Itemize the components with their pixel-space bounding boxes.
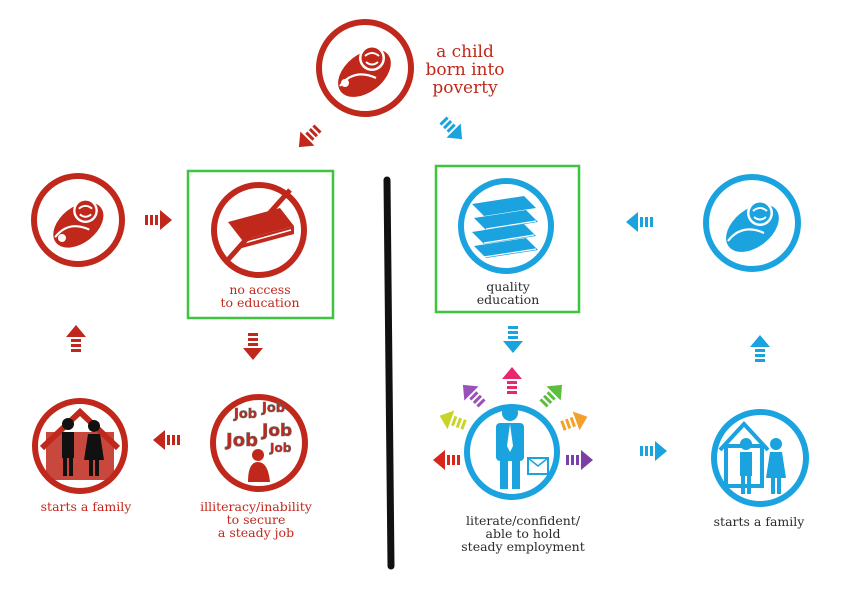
- virus-mark-icon: [58, 234, 66, 242]
- arrow-opportunity-up: [502, 367, 522, 394]
- arrow-child-right-to-quality: [626, 212, 653, 232]
- divider-line: [383, 176, 395, 570]
- quality-education-label: quality education: [476, 279, 540, 308]
- arrow-no-access-to-illiteracy: [243, 333, 263, 360]
- job-word: Job: [224, 430, 258, 451]
- illiteracy-label: illiteracy/inability to secure a steady …: [200, 499, 312, 541]
- child-born-into-poverty-label: a child born into poverty: [425, 42, 505, 98]
- arrow-to-no-access: [291, 120, 326, 155]
- job-word: Job: [261, 401, 285, 416]
- arrow-family-to-child-right: [750, 335, 770, 362]
- child-right-node: [703, 174, 801, 272]
- arrow-opportunity-upleft: [455, 377, 490, 412]
- jobless-person-icon: [248, 449, 270, 482]
- quality-node: [458, 178, 554, 274]
- arrow-family-to-child-left: [66, 325, 86, 352]
- starts-family-blue-label: starts a family: [713, 514, 805, 529]
- job-word: Job: [233, 407, 257, 422]
- no-access-node: [211, 182, 307, 278]
- virus-mark-icon: [341, 79, 349, 87]
- couple-in-house-icon: [718, 421, 786, 494]
- job-word: Job: [261, 421, 292, 441]
- arrow-opportunity-left-high: [436, 406, 469, 435]
- quality-highlight-box: [434, 164, 581, 314]
- no-access-label: no access to education: [220, 282, 300, 311]
- starts-family-red-label: starts a family: [40, 499, 132, 514]
- child-top-node: [316, 19, 414, 117]
- arrow-illiteracy-to-family: [153, 430, 180, 450]
- baby-icon: [716, 193, 789, 263]
- arrow-opportunity-left: [433, 450, 460, 470]
- arrow-to-quality: [435, 112, 470, 147]
- baby-icon: [43, 192, 113, 258]
- family-red-node: [32, 398, 128, 494]
- businessman-icon: [496, 405, 549, 489]
- illiteracy-node: Job Job Job Job Job: [210, 394, 308, 492]
- literate-node: [464, 404, 560, 500]
- arrow-quality-to-literate: [503, 326, 523, 353]
- couple-in-house-icon: [39, 407, 121, 480]
- job-word: Job: [269, 441, 292, 455]
- arrow-literate-to-family: [640, 441, 667, 461]
- family-blue-node: [711, 409, 809, 507]
- child-left-node: [31, 173, 125, 267]
- job-words-cloud: Job Job Job Job Job: [224, 401, 293, 456]
- arrow-opportunity-right-high: [558, 407, 591, 436]
- arrow-opportunity-upright: [535, 377, 570, 412]
- books-stack-icon: [472, 196, 538, 258]
- arrow-child-to-no-access: [145, 210, 172, 230]
- baby-icon: [328, 38, 401, 108]
- no-access-highlight-box: [186, 169, 335, 320]
- literate-label: literate/confident/ able to hold steady …: [461, 513, 585, 555]
- arrow-opportunity-right: [566, 450, 593, 470]
- crossed-book-icon: [224, 188, 294, 264]
